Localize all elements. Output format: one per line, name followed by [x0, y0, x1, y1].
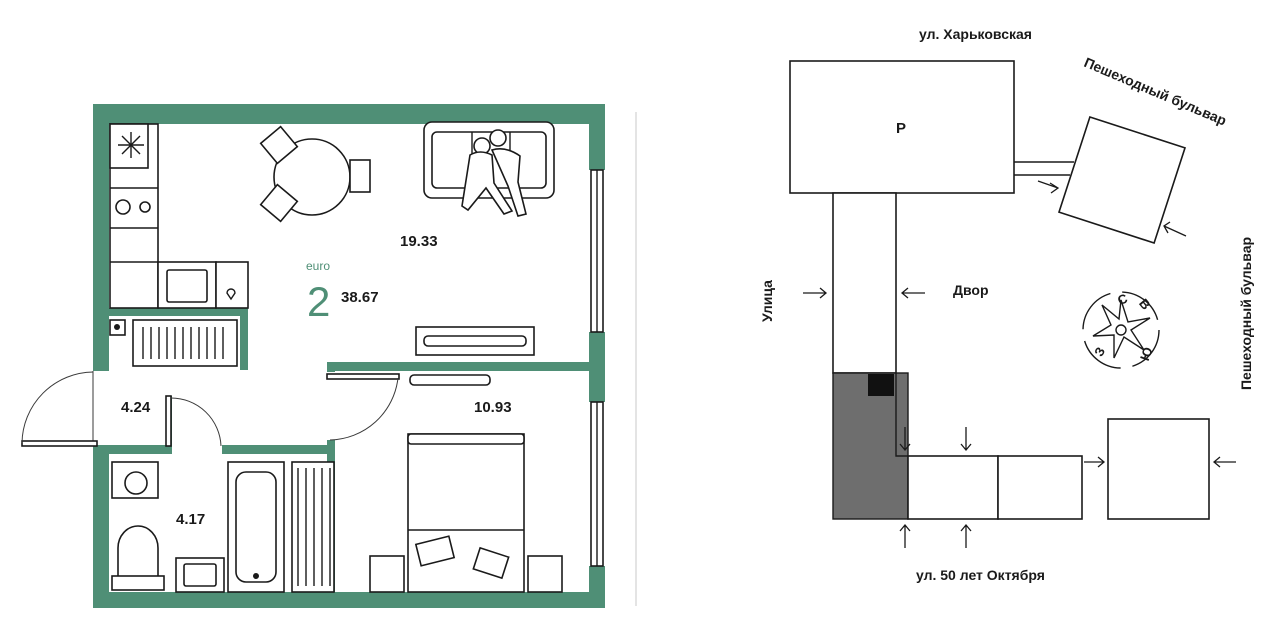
wall-living-bedroom [327, 362, 605, 371]
wall-left-upper [93, 104, 109, 371]
compass-south: Ю [1137, 345, 1156, 363]
toilet [111, 525, 165, 591]
connector-passage [1014, 161, 1074, 176]
building-south-wing-b [997, 455, 1083, 520]
washing-machine [111, 461, 159, 499]
street-north: ул. Харьковская [919, 26, 1032, 42]
wall-bottom [93, 592, 605, 608]
area-bedroom: 10.93 [474, 399, 512, 416]
street-northeast: Пешеходный бульвар [1082, 54, 1229, 129]
stove-icon [115, 199, 151, 215]
faucet-icon [226, 288, 236, 301]
tv-stand-living [415, 326, 535, 356]
rooms-count: 2 [307, 278, 330, 325]
parking-label: P [896, 120, 906, 137]
floor-plan: 19.33 euro 2 38.67 10.93 4.24 4.17 [21, 104, 637, 608]
type-prefix: euro [306, 259, 330, 273]
people-icon [461, 129, 527, 217]
building-south-wing-a [907, 455, 999, 520]
apartment-marker-icon [868, 374, 894, 396]
bed [407, 433, 525, 593]
wall-hall-stub [327, 362, 335, 372]
wall-kitchen-partition [93, 308, 248, 316]
street-west: Улица [759, 280, 775, 322]
socket-dot-icon [114, 324, 120, 330]
bathtub [227, 461, 285, 593]
wall-right-top [589, 104, 605, 170]
street-south: ул. 50 лет Октября [916, 567, 1045, 583]
building-east [1107, 418, 1210, 520]
bedroom-door [326, 373, 400, 441]
building-northeast [1057, 115, 1187, 245]
fridge-icon [118, 132, 144, 158]
wall-kitchen-stub [240, 308, 248, 370]
kitchen-counter [109, 123, 249, 309]
yard-label: Двор [953, 282, 989, 298]
compass-icon: С В Ю З [1082, 290, 1160, 369]
street-east: Пешеходный бульвар [1238, 237, 1254, 390]
nightstand-left [369, 555, 405, 593]
dining-table [259, 125, 371, 223]
wall-left-lower [93, 445, 109, 608]
wall-bath-top-right [222, 445, 335, 454]
wall-bath-top [93, 445, 168, 454]
nightstand-right [527, 555, 563, 593]
entrance-arrows [803, 180, 1236, 548]
area-living: 19.33 [400, 233, 438, 250]
wall-top [93, 104, 605, 124]
bathroom-door [165, 395, 222, 447]
area-hallway: 4.24 [121, 399, 151, 416]
building-west-wing [832, 192, 897, 374]
area-bathroom: 4.17 [176, 511, 205, 528]
radiator [132, 319, 238, 367]
entrance-door [21, 371, 98, 447]
wall-right-bottom [589, 566, 605, 608]
total-area: 38.67 [341, 289, 379, 306]
washbasin [175, 557, 225, 593]
towel-warmer [291, 461, 335, 593]
compass-east: В [1136, 296, 1154, 313]
site-plan: ул. Харьковская Пешеходный бульвар Улица… [759, 26, 1254, 583]
parking-building [789, 60, 1015, 194]
tv-bedroom [409, 374, 491, 386]
